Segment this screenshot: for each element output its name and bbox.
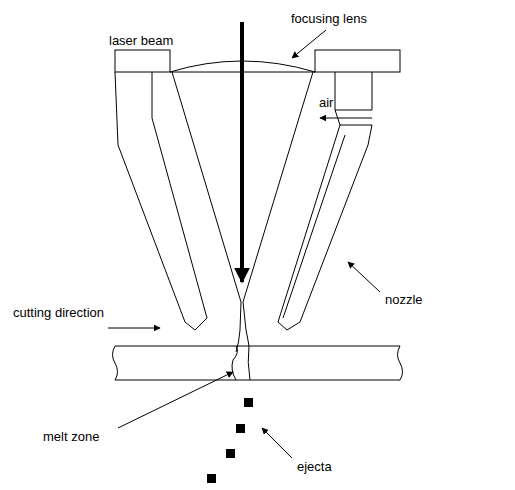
part-label: air <box>318 96 334 110</box>
ejecta-particle <box>244 398 253 407</box>
part-label: focusing lens <box>290 12 368 26</box>
nozzle-wall <box>115 72 207 330</box>
leader-arrow <box>348 262 380 292</box>
part-label: melt zone <box>42 430 100 444</box>
melt-zone <box>232 346 237 380</box>
beam-cone <box>172 72 241 302</box>
workpiece <box>398 346 403 380</box>
leader-arrow <box>262 428 292 458</box>
housing-block <box>315 50 400 72</box>
air-arrow <box>320 118 372 119</box>
leader-arrow <box>118 372 233 428</box>
ejecta-particle <box>226 449 235 458</box>
beam-cone <box>243 72 313 302</box>
air-inlet <box>340 125 372 126</box>
part-label: laser beam <box>108 34 174 48</box>
nozzle-wall <box>283 135 345 318</box>
part-label: ejecta <box>296 460 333 474</box>
ejecta-particle <box>236 424 245 433</box>
beam-cone <box>236 302 241 352</box>
kerf-edge <box>248 346 250 380</box>
workpiece <box>113 346 118 380</box>
workpiece <box>115 346 400 347</box>
beam-cone <box>243 302 249 346</box>
air-inlet <box>335 72 372 110</box>
nozzle-wall <box>278 125 372 330</box>
ejecta-particle <box>207 474 216 483</box>
housing-block <box>115 50 170 72</box>
leader-arrow <box>292 30 326 58</box>
direction-arrow <box>108 328 160 329</box>
part-label: cutting direction <box>12 306 105 320</box>
part-label: nozzle <box>384 293 424 307</box>
laser-beam-arrow <box>240 22 244 282</box>
workpiece <box>115 380 400 381</box>
